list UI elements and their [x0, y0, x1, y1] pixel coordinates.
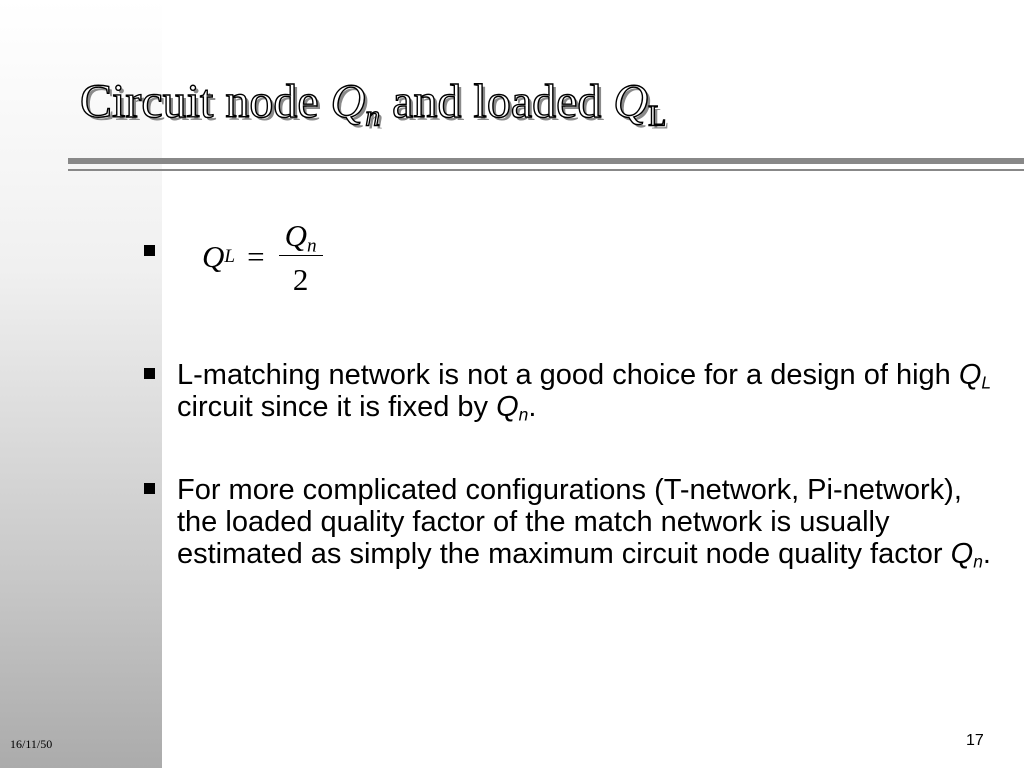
title-divider-thin	[68, 169, 1024, 171]
title-divider-thick	[68, 158, 1024, 164]
bullet-square-icon	[144, 245, 155, 256]
slide-title: Circuit node Qn and loaded QL	[79, 75, 667, 133]
bullet-text-2: For more complicated configurations (T-n…	[177, 474, 991, 572]
footer-date: 16/11/50	[10, 737, 53, 751]
side-gradient-panel	[0, 0, 162, 768]
bullet-square-icon	[144, 368, 155, 379]
bullet-square-icon	[144, 483, 155, 494]
page-number: 17	[966, 732, 984, 749]
bullet-text-1: L-matching network is not a good choice …	[177, 359, 992, 425]
fraction: Qn 2	[278, 220, 323, 295]
